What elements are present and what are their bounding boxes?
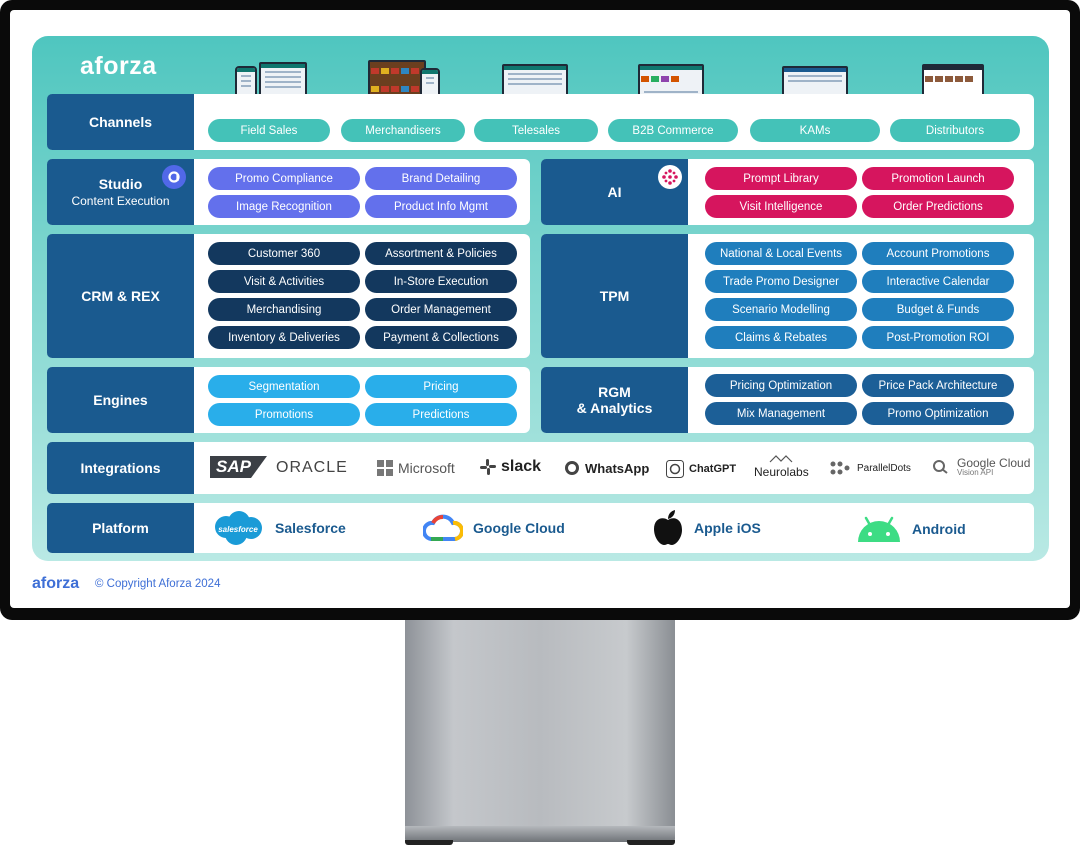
- studio-image-recognition[interactable]: Image Recognition: [208, 195, 360, 218]
- crm-payment-collections[interactable]: Payment & Collections: [365, 326, 517, 349]
- channels-label: Channels: [47, 94, 194, 150]
- ai-visit-intelligence[interactable]: Visit Intelligence: [705, 195, 857, 218]
- studio-product-info-mgmt[interactable]: Product Info Mgmt: [365, 195, 517, 218]
- tpm-label: TPM: [541, 234, 688, 358]
- crm-inventory-deliveries[interactable]: Inventory & Deliveries: [208, 326, 360, 349]
- engine-predictions[interactable]: Predictions: [365, 403, 517, 426]
- channel-telesales[interactable]: Telesales: [474, 119, 598, 142]
- oracle-logo: ORACLE: [276, 459, 348, 476]
- tpm-interactive-calendar[interactable]: Interactive Calendar: [862, 270, 1014, 293]
- tpm-budget-funds[interactable]: Budget & Funds: [862, 298, 1014, 321]
- integrations-label: Integrations: [47, 442, 194, 494]
- apple-icon: [654, 510, 682, 545]
- android-icon: [858, 516, 900, 542]
- crm-merchandising[interactable]: Merchandising: [208, 298, 360, 321]
- ai-spark-icon: [658, 165, 682, 189]
- tpm-account-promotions[interactable]: Account Promotions: [862, 242, 1014, 265]
- chatgpt-logo: ChatGPT: [666, 460, 736, 478]
- engine-promotions[interactable]: Promotions: [208, 403, 360, 426]
- crm-order-management[interactable]: Order Management: [365, 298, 517, 321]
- google-cloud-platform: Google Cloud: [423, 513, 565, 543]
- channel-kams[interactable]: KAMs: [750, 119, 880, 142]
- svg-text:salesforce: salesforce: [218, 525, 258, 534]
- slack-logo: slack: [480, 458, 541, 476]
- channel-distributors[interactable]: Distributors: [890, 119, 1020, 142]
- channel-b2b-commerce[interactable]: B2B Commerce: [608, 119, 738, 142]
- whatsapp-icon: [565, 461, 579, 475]
- monitor-stand-base: [405, 826, 675, 842]
- microsoft-logo: Microsoft: [377, 460, 455, 476]
- engine-pricing[interactable]: Pricing: [365, 375, 517, 398]
- neurolabs-logo: Neurolabs: [754, 454, 809, 479]
- monitor-feet: [405, 840, 675, 846]
- sap-logo: SAP: [210, 456, 267, 478]
- crm-in-store-execution[interactable]: In-Store Execution: [365, 270, 517, 293]
- monitor-stand: [405, 614, 675, 836]
- rgm-pricing-optimization[interactable]: Pricing Optimization: [705, 374, 857, 397]
- studio-brand-detailing[interactable]: Brand Detailing: [365, 167, 517, 190]
- monitor-screen: aforza Channels Field Sales Merchandiser…: [10, 10, 1070, 608]
- crm-label: CRM & REX: [47, 234, 194, 358]
- google-cloud-vision-logo: Google Cloud Vision API: [932, 457, 1030, 477]
- copyright-text: © Copyright Aforza 2024: [95, 578, 221, 590]
- ai-promotion-launch[interactable]: Promotion Launch: [862, 167, 1014, 190]
- whatsapp-logo: WhatsApp: [564, 460, 649, 476]
- paralleldots-logo: ParallelDots: [830, 461, 911, 475]
- rgm-promo-optimization[interactable]: Promo Optimization: [862, 402, 1014, 425]
- neurolabs-icon: [769, 455, 793, 463]
- ai-order-predictions[interactable]: Order Predictions: [862, 195, 1014, 218]
- tpm-national-local-events[interactable]: National & Local Events: [705, 242, 857, 265]
- rgm-price-pack-architecture[interactable]: Price Pack Architecture: [862, 374, 1014, 397]
- tpm-scenario-modelling[interactable]: Scenario Modelling: [705, 298, 857, 321]
- channel-field-sales[interactable]: Field Sales: [208, 119, 330, 142]
- salesforce-platform: salesforce Salesforce: [211, 510, 346, 546]
- aforza-a-icon: [162, 165, 186, 189]
- footer-aforza-logo: aforza: [32, 575, 80, 592]
- google-vision-icon: [933, 460, 948, 474]
- aforza-logo: aforza: [80, 52, 157, 80]
- tpm-claims-rebates[interactable]: Claims & Rebates: [705, 326, 857, 349]
- rgm-label: RGM& Analytics: [541, 367, 688, 433]
- engines-label: Engines: [47, 367, 194, 433]
- platform-label: Platform: [47, 503, 194, 553]
- slack-icon: [480, 459, 496, 475]
- ai-prompt-library[interactable]: Prompt Library: [705, 167, 857, 190]
- google-cloud-icon: [423, 514, 463, 541]
- chatgpt-icon: [666, 460, 684, 478]
- salesforce-cloud-icon: salesforce: [215, 511, 262, 545]
- microsoft-icon: [377, 460, 393, 476]
- studio-promo-compliance[interactable]: Promo Compliance: [208, 167, 360, 190]
- tpm-post-promotion-roi[interactable]: Post-Promotion ROI: [862, 326, 1014, 349]
- rgm-mix-management[interactable]: Mix Management: [705, 402, 857, 425]
- crm-visit-activities[interactable]: Visit & Activities: [208, 270, 360, 293]
- android-platform: Android: [856, 516, 966, 542]
- tpm-trade-promo-designer[interactable]: Trade Promo Designer: [705, 270, 857, 293]
- channel-merchandisers[interactable]: Merchandisers: [341, 119, 465, 142]
- apple-ios-platform: Apple iOS: [652, 510, 761, 546]
- crm-assortment-policies[interactable]: Assortment & Policies: [365, 242, 517, 265]
- crm-customer-360[interactable]: Customer 360: [208, 242, 360, 265]
- paralleldots-icon: [830, 461, 850, 475]
- engine-segmentation[interactable]: Segmentation: [208, 375, 360, 398]
